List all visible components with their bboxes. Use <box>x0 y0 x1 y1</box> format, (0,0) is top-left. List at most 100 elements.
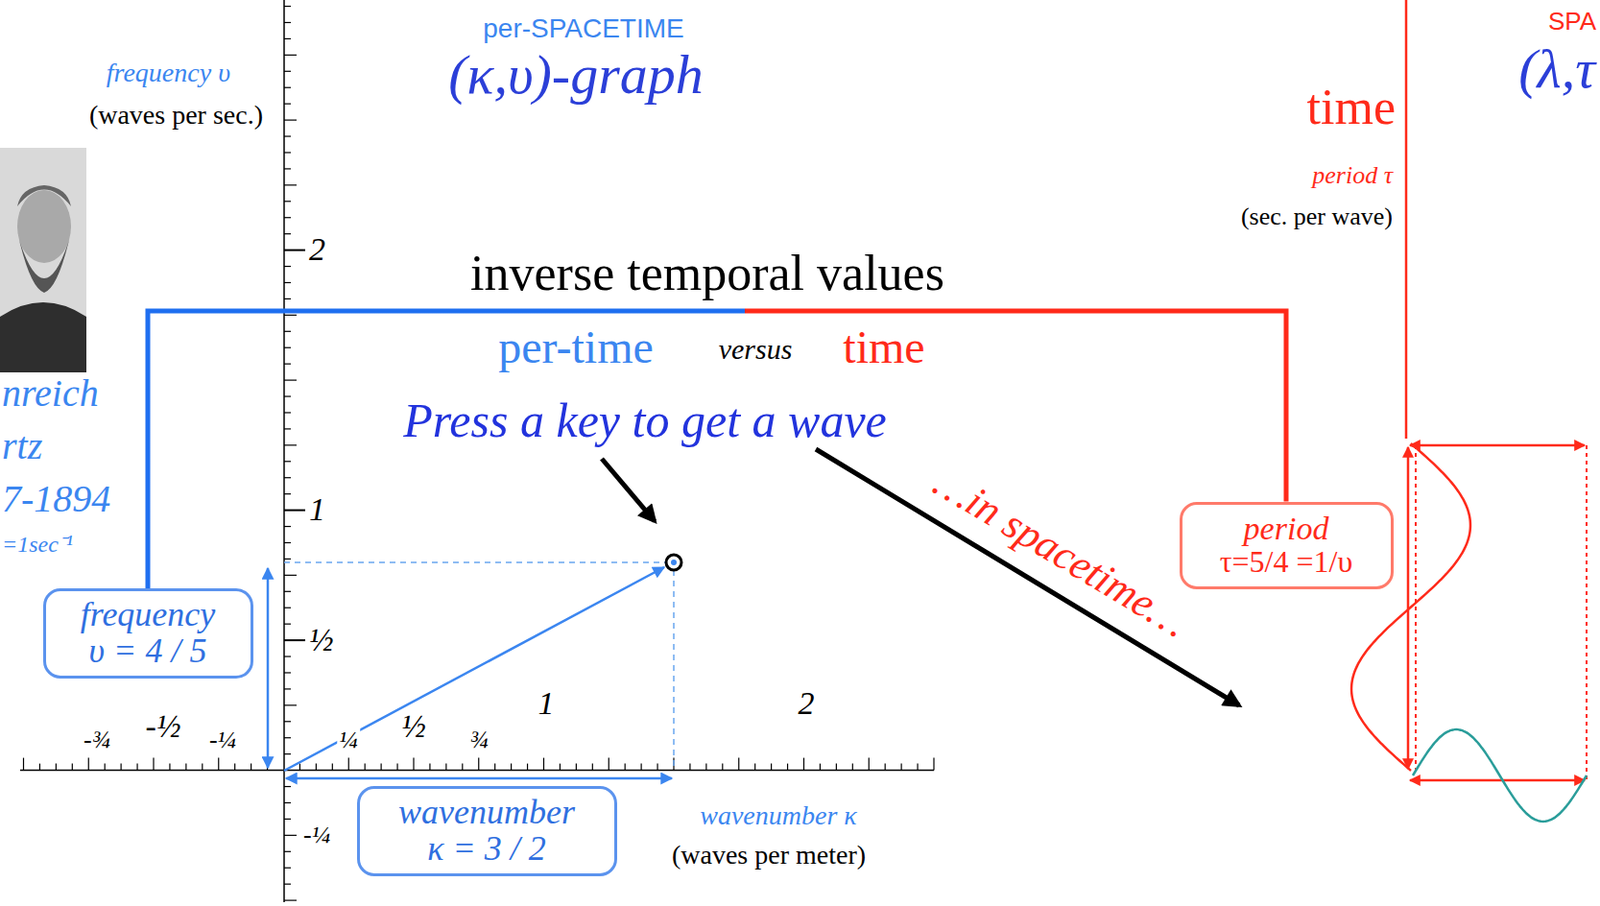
axis-tick <box>71 764 73 771</box>
axis-tick <box>284 542 291 544</box>
axis-tick <box>526 764 528 771</box>
axis-tick <box>315 764 317 771</box>
axis-tick <box>284 87 291 89</box>
space-wave <box>1412 729 1587 822</box>
axis-tick <box>543 758 545 771</box>
axis-tick <box>868 758 870 771</box>
axis-tick <box>284 720 291 722</box>
axis-tick <box>39 764 41 771</box>
axis-tick <box>284 216 291 218</box>
axis-tick <box>412 758 414 771</box>
connectors <box>147 310 1287 589</box>
portrait-caption: =1sec⁻¹ <box>1 532 73 556</box>
axis-tick <box>656 764 658 771</box>
tick-label: ½ <box>309 623 335 657</box>
portrait-caption: 7-1894 <box>1 479 111 519</box>
axis-unit: (waves per sec.) <box>89 101 263 129</box>
axis-tick <box>510 764 512 771</box>
axis-tick <box>284 184 297 186</box>
dimension-arrow <box>266 568 270 768</box>
axis-title: time <box>1307 82 1396 133</box>
axis-tick <box>705 764 707 771</box>
portrait-photo <box>0 147 87 373</box>
axis-tick <box>641 764 643 771</box>
axis-tick <box>299 764 301 771</box>
axis-tick <box>835 764 837 771</box>
bracket-connector <box>147 310 1287 589</box>
bracket-heading: inverse temporal values <box>470 248 945 299</box>
axis-tick <box>284 639 306 642</box>
axis-tick <box>284 704 297 706</box>
axis-tick <box>88 758 90 771</box>
box-value: κ = 3 / 2 <box>427 831 547 868</box>
axis-tick <box>168 764 170 771</box>
axis-tick <box>120 764 122 771</box>
box-value: τ=5/4 =1/υ <box>1219 546 1354 579</box>
photo-beard <box>19 239 70 293</box>
graph-kicker: SPA <box>1548 8 1597 34</box>
dotted-guide <box>1585 445 1588 781</box>
box-heading: wavenumber <box>398 794 575 832</box>
axis-tick <box>364 764 366 771</box>
dotted-guide <box>1414 445 1417 771</box>
axis-tick <box>284 460 291 462</box>
axis-title: frequency υ <box>106 59 231 87</box>
axis-tick <box>381 764 383 771</box>
axis-tick <box>803 758 805 771</box>
axis-title: wavenumber κ <box>699 802 858 830</box>
tick-label: -½ <box>143 710 184 743</box>
wave-curves <box>1351 443 1587 822</box>
axis-tick <box>55 764 57 771</box>
graph-title: (λ,τ <box>1518 41 1596 97</box>
axis-tick <box>284 331 291 333</box>
axis-tick <box>284 103 291 105</box>
axis-tick <box>284 119 297 120</box>
axis-tick <box>284 38 291 40</box>
value-box: wavenumberκ = 3 / 2 <box>357 786 618 877</box>
vector-arrow <box>284 567 665 771</box>
axis-tick <box>348 758 350 771</box>
box-heading: frequency <box>80 597 216 634</box>
point-dot <box>670 559 677 566</box>
axis-tick <box>770 764 772 771</box>
value-box: periodτ=5/4 =1/υ <box>1179 501 1394 590</box>
axis-tick <box>284 54 297 56</box>
axis-tick <box>787 764 789 771</box>
tick-label: ¾ <box>467 727 491 753</box>
axis-tick <box>284 477 291 478</box>
axis-tick <box>284 151 291 153</box>
axis-tick <box>250 764 252 771</box>
axis-tick <box>23 758 24 771</box>
point-dot <box>666 554 682 571</box>
tick-label: 2 <box>796 687 817 720</box>
axis-tick <box>284 671 291 673</box>
axis-tick <box>284 380 297 382</box>
axis-tick <box>284 347 291 349</box>
axis-tick <box>284 5 291 7</box>
axis-tick <box>284 493 291 495</box>
axis-tick <box>284 851 291 853</box>
photo-suit <box>0 302 87 373</box>
axis-tick <box>284 282 291 284</box>
axis-tick <box>559 764 561 771</box>
axis-tick <box>284 786 291 788</box>
axis-tick <box>284 428 291 430</box>
value-box: frequencyυ = 4 / 5 <box>43 588 254 679</box>
axis-tick <box>901 764 903 771</box>
photo-ground <box>0 147 87 373</box>
axis-tick <box>884 764 886 771</box>
axis-title: period τ <box>1312 163 1393 189</box>
graph-title: (κ,υ)-graph <box>448 47 703 103</box>
tick-label: -¼ <box>207 727 239 753</box>
axis-tick <box>819 764 821 771</box>
photo-hair <box>17 185 72 207</box>
axis-tick <box>852 764 854 771</box>
axis-tick <box>284 883 291 885</box>
axis-tick <box>284 591 291 593</box>
axis-tick <box>916 764 918 771</box>
axis-line <box>20 769 934 772</box>
dashed-guide <box>672 570 675 771</box>
axis-tick <box>284 71 291 72</box>
axis-tick <box>284 753 291 755</box>
